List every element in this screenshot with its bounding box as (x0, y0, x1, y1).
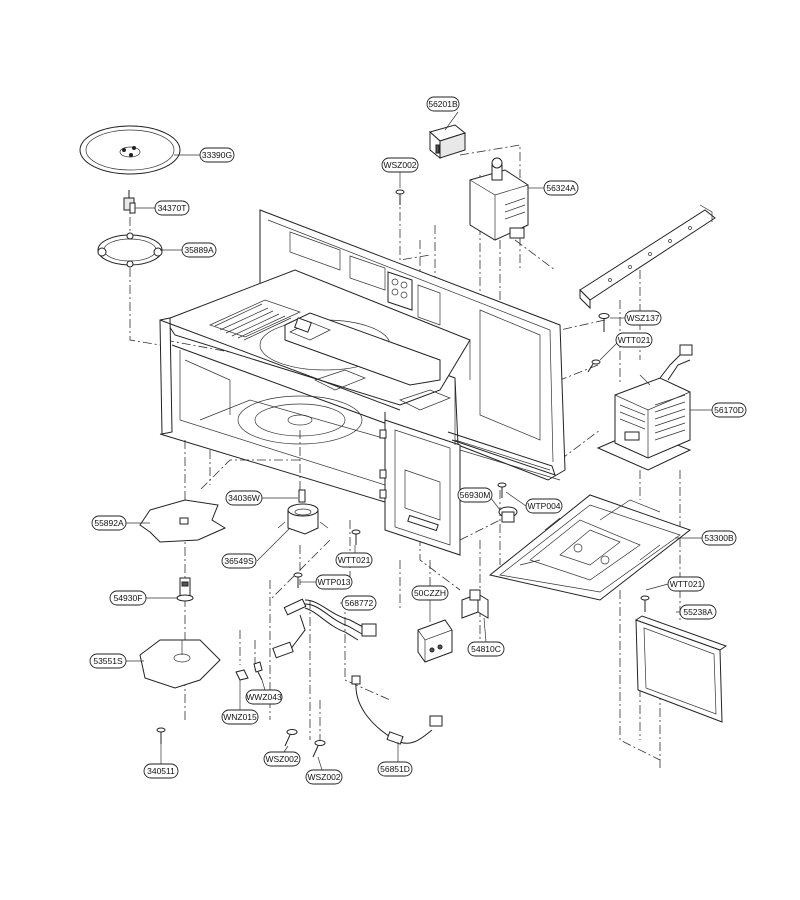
label-wsz002-top: WSZ002 (383, 160, 416, 170)
label-34370T: 34370T (158, 203, 187, 213)
turntable-motor (277, 489, 329, 535)
label-568772: 568772 (345, 598, 374, 608)
stirrer-blade (139, 639, 221, 689)
screw-wsz002-b (284, 729, 298, 747)
leader-lines (126, 111, 712, 771)
label-wsz002-b: WSZ002 (265, 754, 298, 764)
screw-340511 (156, 727, 166, 744)
stirrer-plate (139, 499, 227, 543)
label-wtt021-a: WTT021 (618, 335, 651, 345)
label-wtp004: WTP004 (527, 501, 560, 511)
turntable-glass-tray (79, 125, 181, 175)
screw-wtt021-c (640, 595, 650, 612)
label-56851D: 56851D (380, 764, 410, 774)
label-56170D: 56170D (714, 405, 744, 415)
mounting-rail (579, 204, 716, 310)
hv-capacitor (417, 619, 453, 663)
label-wsz137: WSZ137 (626, 313, 659, 323)
label-53300B: 53300B (704, 533, 734, 543)
label-35889A: 35889A (184, 245, 214, 255)
screw-wtp004 (497, 482, 507, 498)
screw-wsz137 (598, 313, 610, 332)
nut-wnz015 (235, 669, 249, 681)
label-56324A: 56324A (546, 183, 576, 193)
label-56930M: 56930M (460, 490, 491, 500)
label-50czzh: 50CZZH (414, 588, 446, 598)
base-plate (488, 494, 692, 601)
label-wtt021-c: WTT021 (670, 579, 703, 589)
roller-ring (97, 232, 163, 268)
screw-wtp013 (293, 572, 303, 588)
label-55892A: 55892A (94, 518, 124, 528)
oven-cavity-assembly (159, 209, 566, 556)
shaft-coupler (176, 577, 194, 602)
label-wwz043: WWZ043 (246, 692, 282, 702)
washer-wwz043 (253, 661, 263, 681)
label-54930F: 54930F (114, 593, 143, 603)
label-55238A: 55238A (683, 607, 713, 617)
label-54810C: 54810C (471, 644, 501, 654)
screw-wsz002-c (312, 740, 326, 758)
fuse-holder (428, 124, 467, 160)
screw-wtt021-a (587, 359, 601, 373)
hv-transformer (596, 344, 693, 471)
label-56201B: 56201B (428, 99, 458, 109)
capacitor-bracket (461, 589, 489, 619)
label-340511: 340511 (147, 766, 175, 776)
label-36549S: 36549S (224, 556, 254, 566)
magnetron (469, 157, 529, 241)
label-53551S: 53551S (93, 656, 123, 666)
label-wsz002-c: WSZ002 (307, 772, 340, 782)
screw-wsz002-top (395, 189, 405, 205)
cover-plate (634, 615, 728, 723)
part-labels: 56201B 33390G WSZ002 56324A 34370T 35889… (89, 96, 747, 785)
thermostat (498, 506, 518, 523)
screw-wtt021-b (351, 529, 361, 545)
turntable-coupler (123, 190, 136, 214)
label-34036W: 34036W (228, 493, 260, 503)
label-33390G: 33390G (202, 150, 232, 160)
label-wtp013: WTP013 (317, 577, 350, 587)
label-wtt021-b: WTT021 (338, 555, 371, 565)
wire-harness (272, 598, 377, 659)
label-wnz015: WNZ015 (223, 712, 257, 722)
hv-diode-cable (351, 675, 443, 745)
